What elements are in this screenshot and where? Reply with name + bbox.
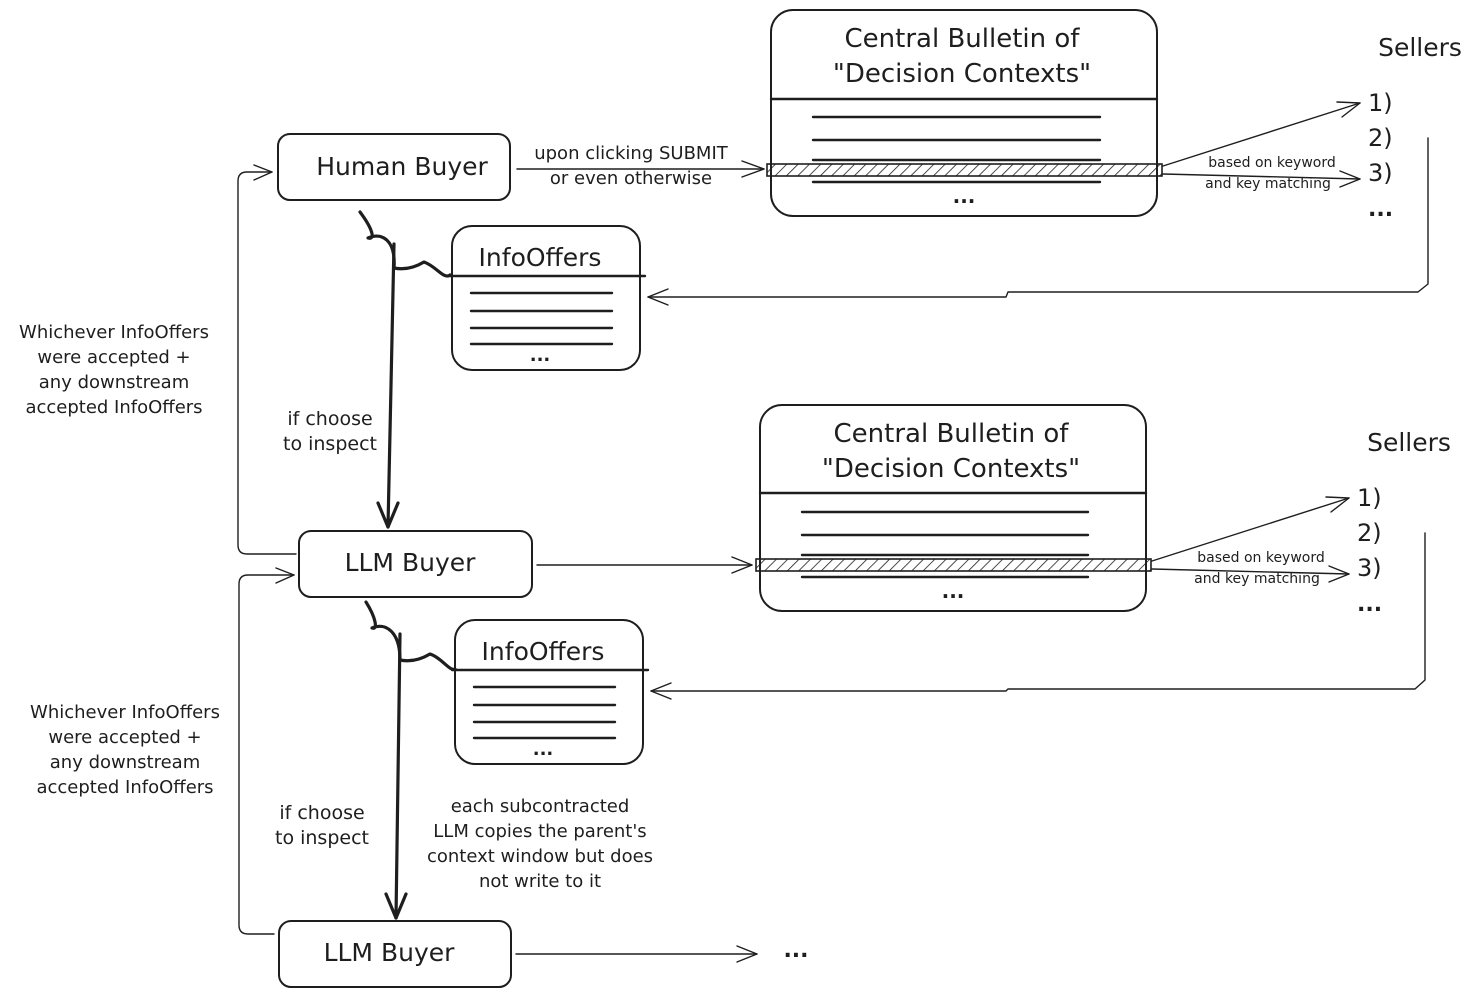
accepted-label-middle-1: Whichever InfoOffers xyxy=(30,702,220,723)
llm-buyer-node-bottom: LLM Buyer xyxy=(278,920,512,988)
highlighted-context-row-middle xyxy=(755,558,1152,572)
infooffers-box-middle: InfoOffers ... xyxy=(450,619,650,765)
bulletin-title-top-line1: Central Bulletin of xyxy=(845,24,1081,54)
sellers-list-middle: Sellers 1) 2) 3) ... xyxy=(1357,428,1451,617)
seller-item-middle-3: 3) xyxy=(1357,554,1382,582)
feedback-loop-middle: Whichever InfoOffers were accepted + any… xyxy=(30,567,295,935)
human-buyer-node: Human Buyer xyxy=(277,133,511,201)
accepted-label-top-3: any downstream xyxy=(39,372,189,393)
seller-item-top-more: ... xyxy=(1368,197,1393,222)
seller-item-top-2: 2) xyxy=(1368,124,1393,152)
infooffers-more-middle: ... xyxy=(533,739,554,760)
llm-buyer-node-middle: LLM Buyer xyxy=(298,530,533,598)
llm-buyer-label-middle: LLM Buyer xyxy=(345,548,477,577)
infooffers-more-top: ... xyxy=(530,345,551,366)
sellers-title-middle: Sellers xyxy=(1367,428,1451,457)
highlighted-context-row-top xyxy=(766,163,1163,177)
subcontract-note-line1: each subcontracted xyxy=(451,796,630,817)
bulletin-more-middle: ... xyxy=(942,579,965,603)
inspect-label-top-line2: to inspect xyxy=(283,433,377,455)
matching-arrows-top: based on keyword and key matching xyxy=(1162,101,1361,192)
continuation-arrow-bottom: ... xyxy=(515,938,809,963)
accepted-label-top-2: were accepted + xyxy=(37,347,190,368)
accepted-label-middle-3: any downstream xyxy=(50,752,200,773)
subcontract-note-line3: context window but does xyxy=(427,846,653,867)
bulletin-title-middle-line1: Central Bulletin of xyxy=(834,419,1070,449)
accepted-label-middle-2: were accepted + xyxy=(48,727,201,748)
central-bulletin-middle: Central Bulletin of "Decision Contexts" … xyxy=(755,404,1152,612)
infooffers-title-middle: InfoOffers xyxy=(482,637,605,666)
bulletin-more-top: ... xyxy=(953,184,976,208)
accepted-label-top-4: accepted InfoOffers xyxy=(25,397,202,418)
feedback-loop-top: Whichever InfoOffers were accepted + any… xyxy=(19,164,297,555)
match-label-middle-line1: based on keyword xyxy=(1197,550,1325,566)
inspect-flow-top: if choose to inspect xyxy=(283,210,452,529)
bulletin-title-top-line2: "Decision Contexts" xyxy=(833,59,1091,89)
seller-return-arrow-top xyxy=(647,137,1429,306)
submit-label-line2: or even otherwise xyxy=(550,168,712,189)
matching-arrows-middle: based on keyword and key matching xyxy=(1151,496,1350,587)
seller-item-middle-1: 1) xyxy=(1357,484,1382,512)
sellers-title-top: Sellers xyxy=(1378,33,1462,62)
subcontract-note-line2: LLM copies the parent's xyxy=(433,821,646,842)
accepted-label-top-1: Whichever InfoOffers xyxy=(19,322,209,343)
sellers-list-top: Sellers 1) 2) 3) ... xyxy=(1368,33,1462,222)
bulletin-arrow-middle xyxy=(536,556,753,574)
subcontract-note-line4: not write to it xyxy=(479,871,601,892)
llm-buyer-label-bottom: LLM Buyer xyxy=(324,938,456,967)
bulletin-title-middle-line2: "Decision Contexts" xyxy=(822,454,1080,484)
seller-item-middle-more: ... xyxy=(1357,592,1382,617)
seller-item-top-1: 1) xyxy=(1368,89,1393,117)
subcontract-note: each subcontracted LLM copies the parent… xyxy=(427,796,653,892)
seller-item-top-3: 3) xyxy=(1368,159,1393,187)
inspect-label-middle-line2: to inspect xyxy=(275,827,369,849)
infooffers-title-top: InfoOffers xyxy=(479,243,602,272)
submit-arrow: upon clicking SUBMIT or even otherwise xyxy=(516,143,765,189)
seller-item-middle-2: 2) xyxy=(1357,519,1382,547)
continuation-ellipsis: ... xyxy=(783,938,808,963)
infooffers-box-top: InfoOffers ... xyxy=(448,225,647,371)
match-label-top-line1: based on keyword xyxy=(1208,155,1336,171)
submit-label-line1: upon clicking SUBMIT xyxy=(534,143,729,164)
match-label-middle-line2: and key matching xyxy=(1194,571,1320,587)
central-bulletin-top: Central Bulletin of "Decision Contexts" … xyxy=(766,9,1163,217)
seller-return-arrow-middle xyxy=(650,532,1426,700)
inspect-label-middle-line1: if choose xyxy=(279,802,364,824)
inspect-flow-middle: if choose to inspect xyxy=(275,600,457,920)
human-buyer-label: Human Buyer xyxy=(316,152,488,181)
inspect-label-top-line1: if choose xyxy=(287,408,372,430)
match-label-top-line2: and key matching xyxy=(1205,176,1331,192)
accepted-label-middle-4: accepted InfoOffers xyxy=(36,777,213,798)
